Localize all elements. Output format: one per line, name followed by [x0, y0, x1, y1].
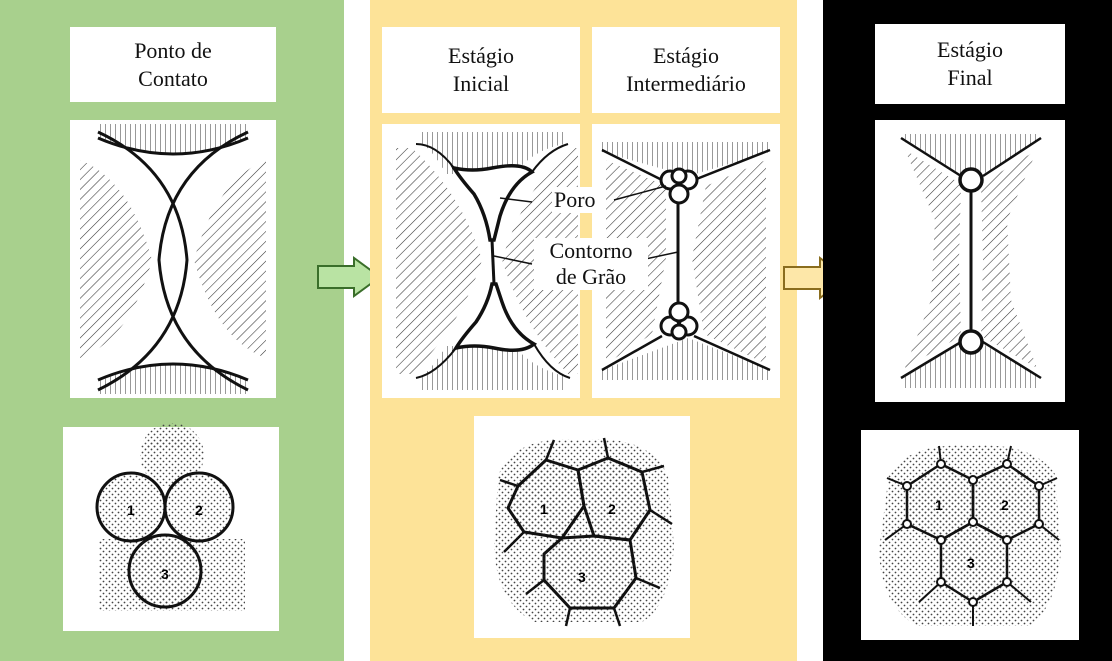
contact-particles-svg: 1 2 3: [95, 423, 245, 611]
stage-final-line1: Estágio: [937, 37, 1003, 62]
final-particles-diagram: 1 2 3: [861, 430, 1079, 640]
final-top-pore: [958, 167, 984, 193]
grain-boundary-line2: de Grão: [555, 264, 627, 289]
contact-neck-diagram: [70, 120, 276, 398]
stage-initial-line1: Estágio: [448, 43, 514, 68]
grain-label-3: 3: [161, 566, 169, 582]
grain-1: [506, 458, 586, 540]
final-bottom-pore: [958, 329, 984, 355]
left-grain-hatch: [80, 160, 152, 358]
final-neck-svg: [900, 134, 1042, 388]
grain-label-3: 3: [967, 555, 975, 571]
stage-contact-line2: Contato: [138, 65, 208, 91]
stage-final-line2: Final: [947, 65, 993, 90]
particle-2: [163, 471, 235, 543]
right-grain-hatch: [194, 160, 266, 358]
grain-label-2: 2: [608, 501, 616, 517]
grain-label-2: 2: [195, 502, 203, 518]
stage-initial-line2: Inicial: [452, 71, 510, 96]
grain-boundary-annotation: Contorno de Grão: [534, 238, 648, 290]
stage-contact-line1: Ponto de: [134, 37, 212, 63]
grain-label-1: 1: [540, 501, 548, 517]
grain-label-1: 1: [127, 502, 135, 518]
intermediate-bottom-pore: [659, 301, 699, 341]
intermediate-particles-diagram: 1 2 3: [474, 416, 690, 638]
stage-intermediate-line2: Intermediário: [626, 71, 746, 96]
bottom-grain-hatch: [98, 364, 248, 394]
grain-boundary-line1: Contorno: [549, 238, 633, 263]
initial-top-pore: [450, 164, 535, 242]
particle-3: [127, 533, 203, 609]
intermediate-neck-diagram: [592, 124, 780, 398]
initial-bottom-pore: [452, 282, 538, 352]
grain-label-2: 2: [1001, 497, 1009, 513]
contact-neck-svg: [80, 124, 266, 394]
stage-intermediate-line1: Estágio: [652, 43, 719, 68]
intermediate-top-pore: [659, 167, 699, 205]
grain-label-1: 1: [935, 497, 943, 513]
contact-particles-diagram: 1 2 3: [63, 423, 279, 631]
grain-label-3: 3: [578, 569, 586, 585]
final-neck-diagram: [875, 120, 1065, 402]
intermediate-particles-svg: 1 2 3: [494, 437, 674, 627]
arrow-right-icon: [317, 256, 382, 298]
final-particles-svg: 1 2 3: [879, 445, 1061, 626]
top-grain-hatch: [98, 124, 248, 154]
initial-grain-boundary: [490, 239, 496, 285]
pore-annotation: Poro: [552, 187, 598, 213]
